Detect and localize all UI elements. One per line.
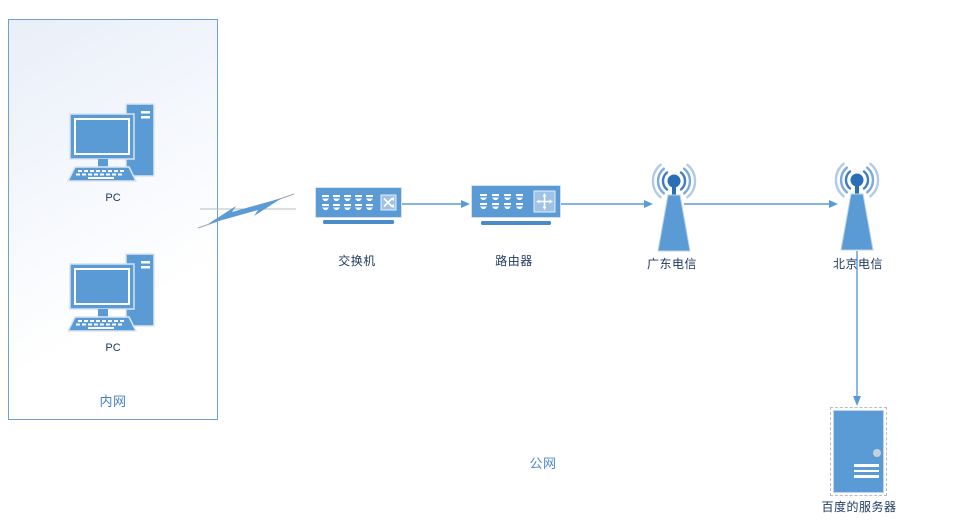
pc2-label: PC <box>105 342 121 354</box>
server-body <box>833 410 884 493</box>
server-icon[interactable] <box>830 407 887 496</box>
router-label: 路由器 <box>495 254 533 268</box>
pc1-label: PC <box>105 192 121 204</box>
server-slot-line <box>854 464 879 467</box>
switch-icon[interactable] <box>315 187 402 225</box>
server-led-dot <box>873 449 881 457</box>
antenna-icon[interactable] <box>819 162 895 254</box>
server-slot-line <box>854 469 879 472</box>
pc-icon[interactable] <box>64 250 156 334</box>
intranet-label: 内网 <box>99 394 127 409</box>
lightning-link-icon[interactable] <box>198 186 298 234</box>
bj-telecom-label: 北京电信 <box>832 257 884 271</box>
router-icon[interactable] <box>471 185 561 226</box>
baidu-server-label: 百度的服务器 <box>821 500 897 514</box>
gd-telecom-label: 广东电信 <box>646 257 698 271</box>
antenna-icon[interactable] <box>636 163 712 255</box>
server-slot-line <box>854 475 879 478</box>
pc-icon[interactable] <box>64 100 156 184</box>
public-network-label: 公网 <box>529 456 557 471</box>
intranet-group-box[interactable] <box>8 19 218 420</box>
switch-label: 交换机 <box>338 254 376 268</box>
